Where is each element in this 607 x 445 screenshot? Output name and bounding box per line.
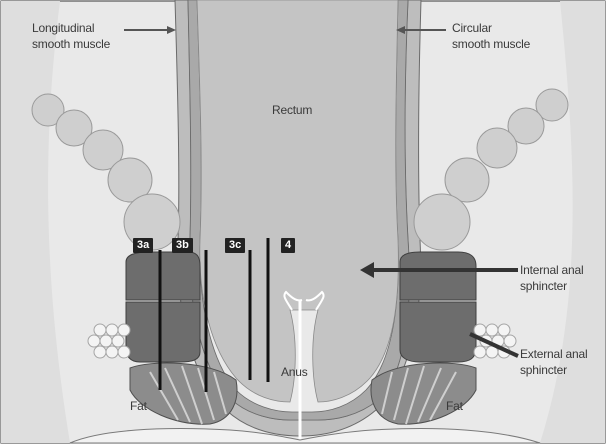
grade-tag-3a: 3a xyxy=(133,238,153,253)
external-sphincter-right xyxy=(400,302,476,362)
label-circular-muscle: Circular smooth muscle xyxy=(452,20,530,52)
label-internal-sphincter: Internal anal sphincter xyxy=(520,262,583,294)
label-rectum: Rectum xyxy=(272,102,312,118)
fat-globules-left xyxy=(88,324,130,358)
grade-tag-3c: 3c xyxy=(225,238,245,253)
grade-tag-4: 4 xyxy=(281,238,295,253)
grade-tag-3b: 3b xyxy=(172,238,193,253)
internal-sphincter-left xyxy=(126,252,200,300)
external-sphincter-left xyxy=(126,302,200,362)
label-external-sphincter: External anal sphincter xyxy=(520,346,587,378)
label-longitudinal-muscle: Longitudinal smooth muscle xyxy=(32,20,110,52)
label-fat-left: Fat xyxy=(130,398,147,414)
internal-sphincter-right xyxy=(400,252,476,300)
label-fat-right: Fat xyxy=(446,398,463,414)
label-anus: Anus xyxy=(281,364,308,380)
